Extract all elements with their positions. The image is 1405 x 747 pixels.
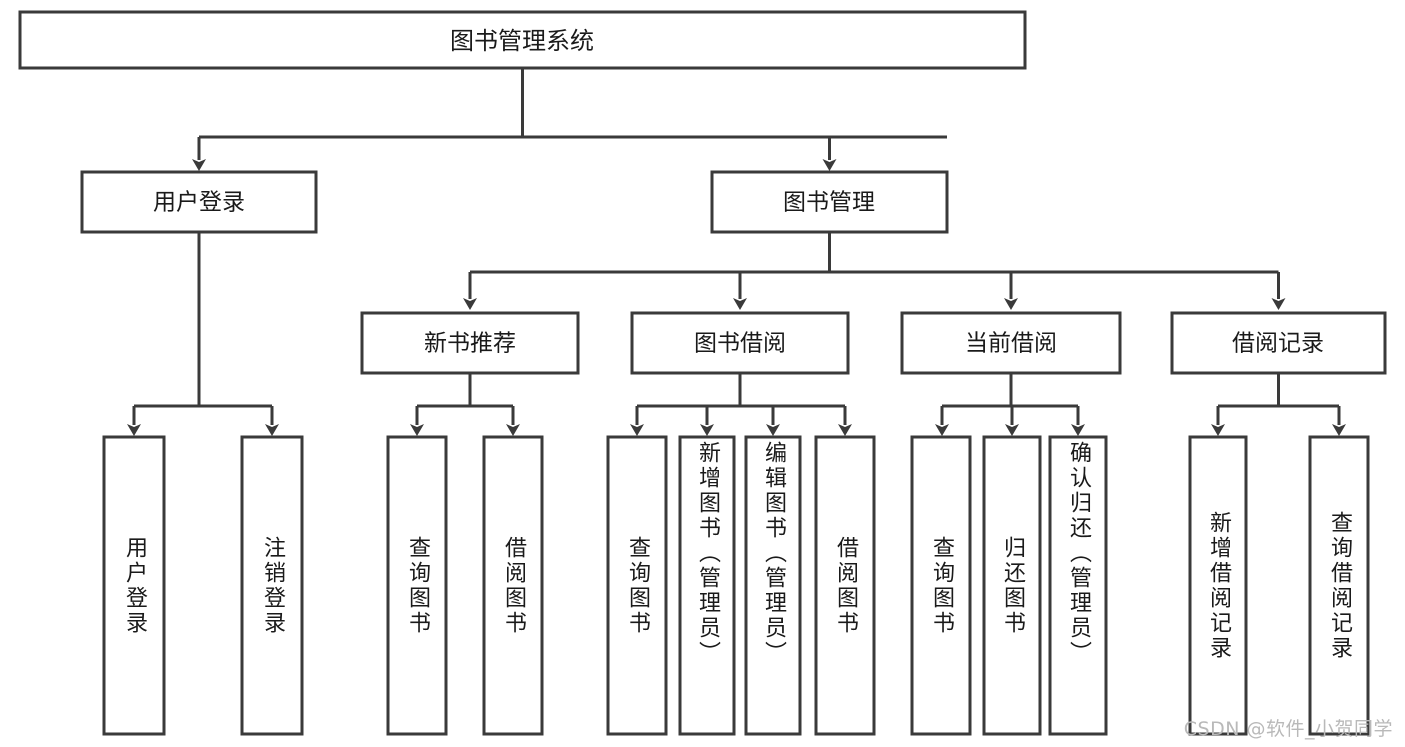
node-current-borrow-box[interactable] <box>900 311 1122 375</box>
leaf-box-logout[interactable] <box>240 435 304 736</box>
node-root-label: 图书管理系统 <box>450 27 594 55</box>
node-user-login[interactable]: 用户登录 <box>80 170 318 234</box>
leaf-box-add-borrow-record[interactable] <box>1188 435 1248 736</box>
leaf-box-borrow-book-2[interactable] <box>814 435 876 736</box>
leaf-boxes <box>102 435 1370 736</box>
node-new-book-recommend-label: 新书推荐 <box>424 331 516 357</box>
node-new-book-recommend[interactable]: 新书推荐 <box>360 311 580 375</box>
leaf-box-add-book-admin[interactable] <box>678 435 736 736</box>
node-book-borrow[interactable]: 图书借阅 <box>630 311 850 375</box>
node-root[interactable]: 图书管理系统 <box>18 10 1027 70</box>
leaf-box-user-login[interactable] <box>102 435 166 736</box>
leaf-box-edit-book-admin[interactable] <box>744 435 802 736</box>
leaf-box-borrow-book-1[interactable] <box>482 435 544 736</box>
leaf-box-query-borrow-record[interactable] <box>1308 435 1370 736</box>
node-root-box[interactable] <box>18 10 1027 70</box>
node-current-borrow[interactable]: 当前借阅 <box>900 311 1122 375</box>
leaf-box-return-book[interactable] <box>982 435 1042 736</box>
node-book-management-box[interactable] <box>710 170 949 234</box>
node-current-borrow-label: 当前借阅 <box>965 331 1057 357</box>
node-borrow-records-box[interactable] <box>1170 311 1387 375</box>
node-new-book-recommend-box[interactable] <box>360 311 580 375</box>
leaf-box-query-book-1[interactable] <box>386 435 448 736</box>
node-book-management-label: 图书管理 <box>783 190 875 216</box>
csdn-watermark: CSDN @软件_小贺同学 <box>1183 718 1393 740</box>
node-book-borrow-box[interactable] <box>630 311 850 375</box>
node-user-login-label: 用户登录 <box>153 190 245 216</box>
leaf-box-query-book-2[interactable] <box>606 435 668 736</box>
node-borrow-records[interactable]: 借阅记录 <box>1170 311 1387 375</box>
leaf-box-query-book-3[interactable] <box>910 435 972 736</box>
node-user-login-box[interactable] <box>80 170 318 234</box>
node-borrow-records-label: 借阅记录 <box>1232 331 1324 357</box>
node-book-borrow-label: 图书借阅 <box>694 331 786 357</box>
leaf-box-confirm-return-admin[interactable] <box>1048 435 1108 736</box>
connectors <box>127 68 1346 436</box>
node-book-management[interactable]: 图书管理 <box>710 170 949 234</box>
